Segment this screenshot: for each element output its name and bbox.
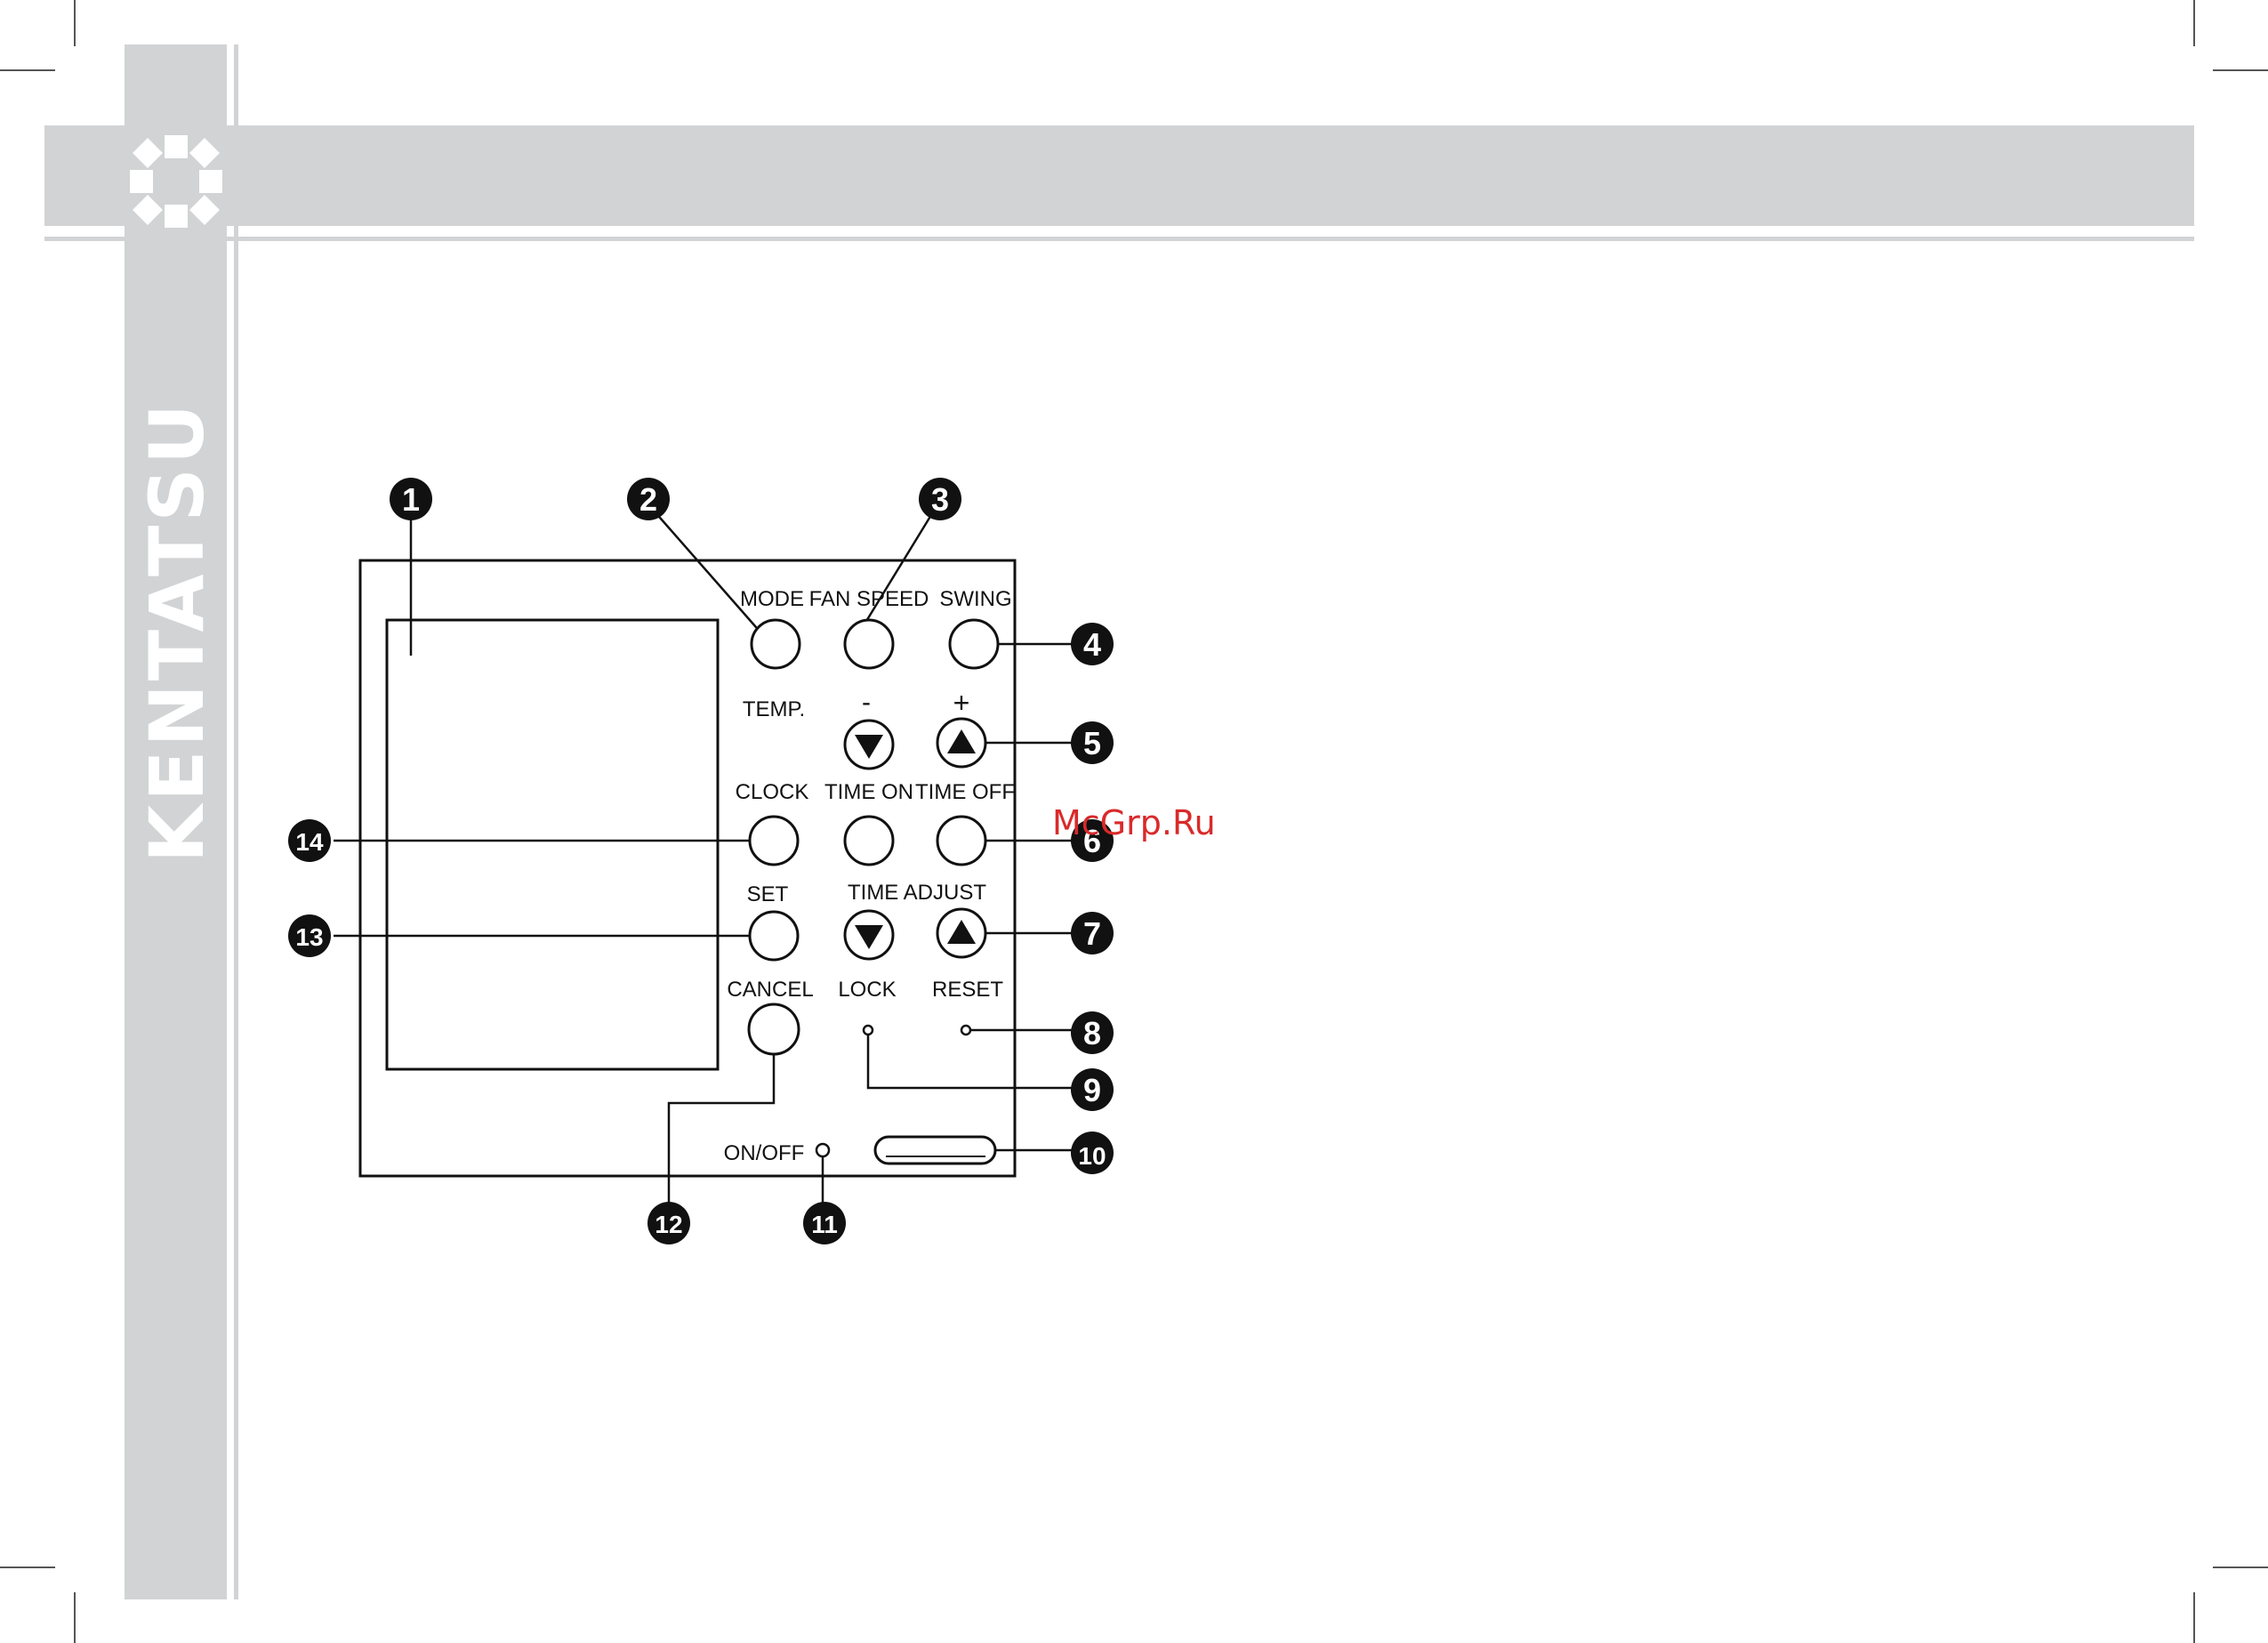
label-reset: RESET xyxy=(932,978,1003,1002)
label-time-on: TIME ON xyxy=(824,780,913,804)
label-fan-speed: FAN SPEED xyxy=(809,587,929,611)
callout-10: 10 xyxy=(1071,1132,1114,1174)
svg-text:13: 13 xyxy=(295,923,323,951)
label-time-off: TIME OFF xyxy=(915,780,1015,804)
time-adjust-up-button[interactable] xyxy=(937,909,985,957)
label-mode: MODE xyxy=(740,587,804,611)
svg-text:9: 9 xyxy=(1083,1072,1101,1108)
header-band xyxy=(44,125,2194,226)
lcd-display xyxy=(387,620,718,1069)
temp-down-button[interactable] xyxy=(845,721,893,769)
callout-11: 11 xyxy=(803,1202,846,1244)
header-rule xyxy=(44,237,2194,241)
on-off-indicator xyxy=(816,1144,829,1156)
svg-text:10: 10 xyxy=(1078,1142,1106,1170)
label-on-off: ON/OFF xyxy=(724,1141,805,1165)
clock-button[interactable] xyxy=(750,817,798,865)
svg-text:14: 14 xyxy=(295,828,324,856)
label-time-adjust: TIME ADJUST xyxy=(848,881,986,905)
svg-text:7: 7 xyxy=(1083,915,1101,952)
time-adjust-down-button[interactable] xyxy=(845,911,893,959)
svg-text:1: 1 xyxy=(402,481,420,518)
svg-text:8: 8 xyxy=(1083,1015,1101,1051)
svg-text:11: 11 xyxy=(811,1211,838,1238)
svg-text:2: 2 xyxy=(639,481,657,518)
callout-5: 5 xyxy=(1071,721,1114,764)
label-temp: TEMP. xyxy=(743,697,805,721)
callout-13: 13 xyxy=(288,914,331,957)
svg-text:3: 3 xyxy=(931,481,949,518)
label-swing: SWING xyxy=(939,587,1011,611)
time-off-button[interactable] xyxy=(937,817,985,865)
callout-2: 2 xyxy=(627,478,670,520)
label-minus: - xyxy=(862,688,871,717)
controller-frame xyxy=(360,560,1015,1176)
callout-4: 4 xyxy=(1071,623,1114,665)
callout-7: 7 xyxy=(1071,912,1114,954)
brand-name: KENTATSU xyxy=(133,400,221,863)
wired-controller xyxy=(360,560,1015,1176)
swing-button[interactable] xyxy=(950,620,998,668)
label-set: SET xyxy=(747,882,789,906)
label-lock: LOCK xyxy=(838,978,896,1002)
on-off-button[interactable] xyxy=(875,1137,995,1164)
watermark: McGrp.Ru xyxy=(1052,803,1216,842)
svg-text:12: 12 xyxy=(655,1211,682,1238)
reset-indicator[interactable] xyxy=(961,1026,970,1035)
fan-speed-button[interactable] xyxy=(845,620,893,668)
side-rule xyxy=(234,44,238,1599)
label-plus: + xyxy=(953,687,970,719)
set-button[interactable] xyxy=(750,912,798,960)
callout-1: 1 xyxy=(390,478,432,520)
time-on-button[interactable] xyxy=(845,817,893,865)
svg-text:4: 4 xyxy=(1083,626,1101,663)
label-cancel: CANCEL xyxy=(727,978,813,1002)
mode-button[interactable] xyxy=(752,620,800,668)
callout-8: 8 xyxy=(1071,1011,1114,1054)
callout-12: 12 xyxy=(647,1202,690,1244)
cancel-button[interactable] xyxy=(749,1004,799,1054)
lock-indicator[interactable] xyxy=(864,1026,873,1035)
callout-14: 14 xyxy=(288,819,331,862)
label-clock: CLOCK xyxy=(736,780,809,804)
svg-text:5: 5 xyxy=(1083,725,1101,761)
callout-9: 9 xyxy=(1071,1068,1114,1111)
callout-3: 3 xyxy=(919,478,961,520)
temp-up-button[interactable] xyxy=(937,719,985,767)
